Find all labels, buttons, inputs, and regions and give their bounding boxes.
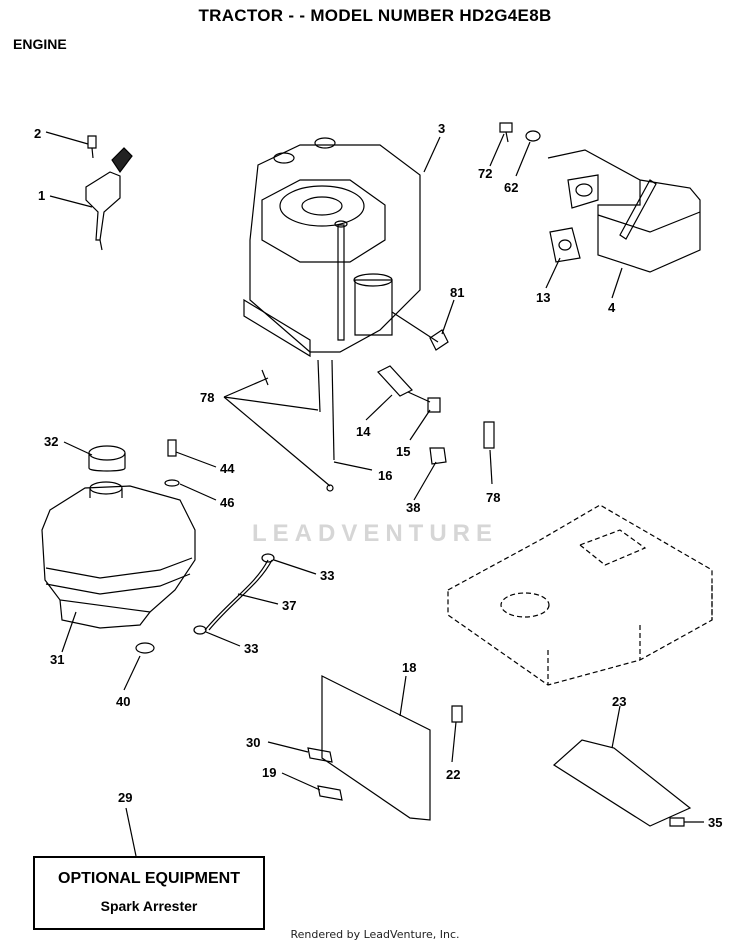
nut-bolt-part[interactable]	[429, 421, 495, 465]
callout-32: 32	[44, 434, 58, 449]
callout-labels: 1 2 3 72 62 13 4 81 78 14 15 16 78 38 32…	[34, 121, 722, 830]
callout-44: 44	[220, 461, 235, 476]
muffler-part[interactable]	[547, 149, 701, 273]
diagram-artwork	[41, 122, 713, 857]
callout-35: 35	[708, 815, 722, 830]
section-heading: ENGINE	[13, 36, 67, 52]
watermark: LEADVENTURE	[251, 520, 498, 547]
callout-15: 15	[396, 444, 410, 459]
grommet-part[interactable]	[135, 642, 155, 654]
engine-part[interactable]	[243, 137, 439, 492]
callout-3: 3	[438, 121, 445, 136]
fuel-fittings-part[interactable]	[377, 329, 449, 413]
chassis-frame	[447, 504, 713, 686]
callout-2: 2	[34, 126, 41, 141]
optional-equipment-title: OPTIONAL EQUIPMENT	[58, 870, 240, 887]
leader-lines	[45, 131, 704, 857]
throttle-control-part[interactable]	[85, 135, 133, 251]
callout-38: 38	[406, 500, 420, 515]
callout-46: 46	[220, 495, 234, 510]
callout-62: 62	[504, 180, 518, 195]
bracket-part[interactable]	[553, 739, 692, 827]
callout-1: 1	[38, 188, 45, 203]
muffler-bolt-part[interactable]	[499, 122, 541, 143]
heat-shield-part[interactable]	[307, 675, 463, 821]
callout-78: 78	[200, 390, 214, 405]
callout-4: 4	[608, 300, 616, 315]
optional-equipment-item: Spark Arrester	[100, 898, 198, 914]
callout-30: 30	[246, 735, 260, 750]
callout-40: 40	[116, 694, 130, 709]
callout-78b: 78	[486, 490, 500, 505]
callout-16: 16	[378, 468, 392, 483]
callout-13: 13	[536, 290, 550, 305]
callout-23: 23	[612, 694, 626, 709]
footer-credit: Rendered by LeadVenture, Inc.	[290, 928, 460, 941]
callout-14: 14	[356, 424, 371, 439]
fuel-line-part[interactable]	[193, 553, 275, 635]
callout-18: 18	[402, 660, 416, 675]
fuel-tank-part[interactable]	[41, 439, 196, 629]
callout-31: 31	[50, 652, 64, 667]
callout-33: 33	[320, 568, 334, 583]
callout-72: 72	[478, 166, 492, 181]
callout-29: 29	[118, 790, 132, 805]
callout-22: 22	[446, 767, 460, 782]
optional-equipment-box: OPTIONAL EQUIPMENT Spark Arrester	[33, 856, 265, 930]
page-title: TRACTOR - - MODEL NUMBER HD2G4E8B	[198, 6, 552, 25]
callout-81: 81	[450, 285, 464, 300]
callout-37: 37	[282, 598, 296, 613]
callout-19: 19	[262, 765, 276, 780]
callout-33b: 33	[244, 641, 258, 656]
